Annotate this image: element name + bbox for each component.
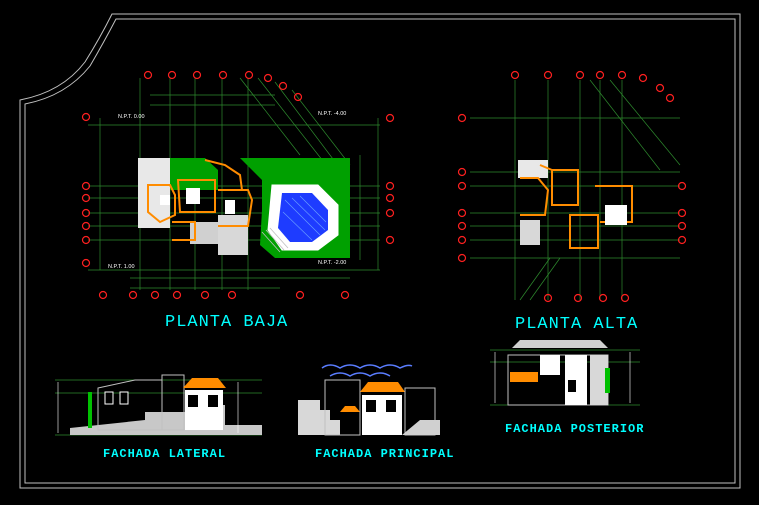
ground-floor-title: PLANTA BAJA [165,313,289,332]
side-facade-elevation [55,374,262,436]
level-label: N.P.T. 0.00 [118,114,145,120]
level-label: N.P.T. 1.00 [108,264,135,270]
rear-facade-title: FACHADA POSTERIOR [505,422,645,436]
sheet-frame [19,13,741,489]
level-label: N.P.T. -2.00 [318,260,346,266]
main-facade-title: FACHADA PRINCIPAL [315,447,455,461]
ground-floor-plan: N.P.T. 0.00 N.P.T. -4.00 N.P.T. 1.00 N.P… [81,70,395,300]
rear-facade-elevation [490,340,640,406]
level-label: N.P.T. -4.00 [318,111,346,117]
upper-floor-title: PLANTA ALTA [515,315,639,334]
main-facade-elevation [298,364,440,436]
side-facade-title: FACHADA LATERAL [103,447,227,461]
upper-floor-plan [457,70,687,303]
